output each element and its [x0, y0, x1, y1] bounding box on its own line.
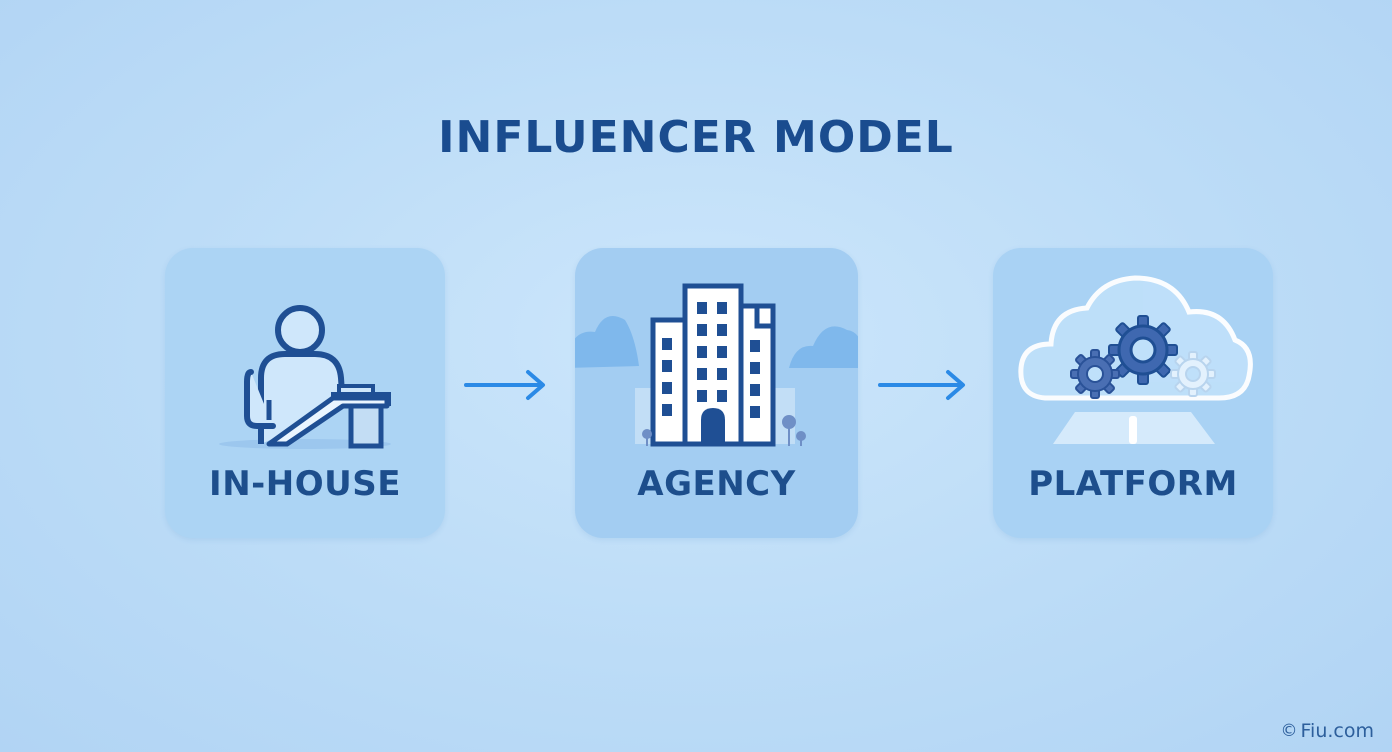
- diagram-title: INFLUENCER MODEL: [438, 112, 954, 163]
- office-building-icon: [575, 283, 858, 447]
- agency-label: AGENCY: [637, 464, 796, 504]
- watermark: © Fiu.com: [1281, 720, 1375, 742]
- in-house-label: IN-HOUSE: [209, 464, 401, 504]
- cloud-gears-icon: [1018, 275, 1253, 444]
- agency-card: AGENCY: [575, 248, 858, 538]
- person-at-desk-icon: [219, 305, 391, 449]
- in-house-card: IN-HOUSE: [165, 248, 445, 538]
- copyright-icon: ©: [1280, 721, 1298, 741]
- platform-label: PLATFORM: [1028, 464, 1238, 504]
- arrow-right-icon: [878, 370, 965, 400]
- watermark-text: Fiu.com: [1300, 720, 1375, 742]
- platform-card: PLATFORM: [993, 248, 1273, 538]
- arrow-right-icon: [464, 370, 545, 400]
